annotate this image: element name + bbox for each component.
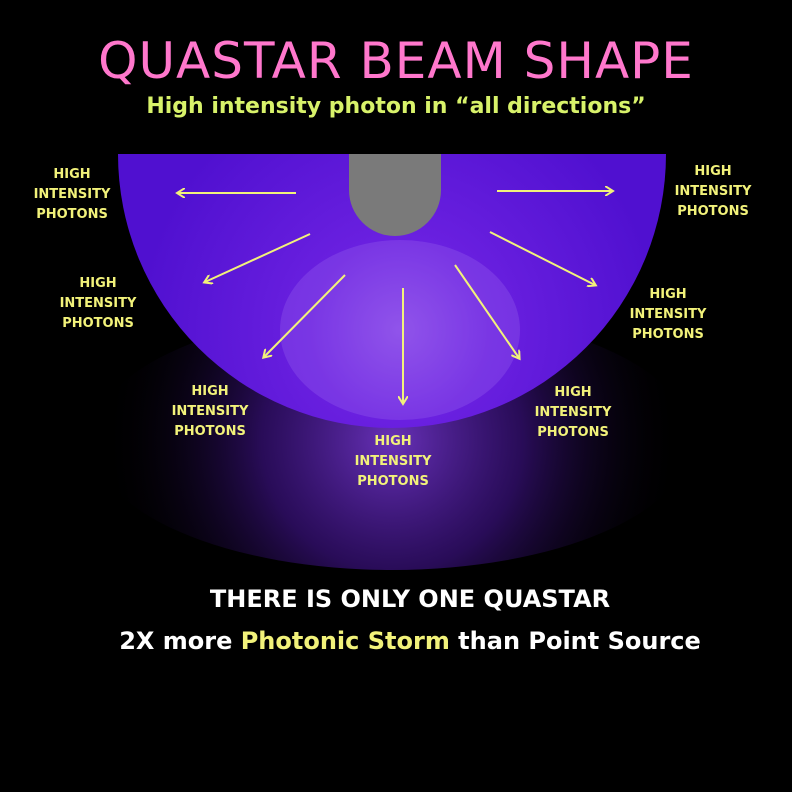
label-right: HIGH INTENSITY PHOTONS bbox=[674, 164, 752, 219]
label-left: HIGH INTENSITY PHOTONS bbox=[33, 167, 111, 222]
footer-highlight: Photonic Storm bbox=[240, 627, 450, 655]
label-lower-left: HIGH INTENSITY PHOTONS bbox=[171, 384, 249, 439]
label-lower-right: HIGH INTENSITY PHOTONS bbox=[534, 385, 612, 440]
photon-arrows bbox=[178, 191, 612, 403]
arrow-down-right bbox=[454, 264, 519, 358]
label-mid-right: HIGH INTENSITY PHOTONS bbox=[629, 287, 707, 342]
footer-suffix: than Point Source bbox=[449, 627, 701, 655]
arrow-lower-right bbox=[489, 231, 595, 285]
footer-tagline: THERE IS ONLY ONE QUASTAR bbox=[209, 585, 611, 613]
label-mid-left: HIGH INTENSITY PHOTONS bbox=[59, 276, 137, 331]
quastar-bulb bbox=[349, 154, 441, 236]
page-title: QUASTAR BEAM SHAPE bbox=[98, 32, 694, 90]
footer-comparison: 2X more Photonic Storm than Point Source bbox=[0, 624, 792, 658]
dome-highlight bbox=[280, 240, 520, 420]
quastar-dome bbox=[118, 154, 666, 428]
page-subtitle: High intensity photon in “all directions… bbox=[146, 94, 646, 119]
arrow-lower-left bbox=[205, 233, 311, 282]
footer-prefix: 2X more bbox=[119, 627, 241, 655]
label-bottom: HIGH INTENSITY PHOTONS bbox=[354, 434, 432, 489]
arrow-down-left bbox=[264, 274, 346, 357]
